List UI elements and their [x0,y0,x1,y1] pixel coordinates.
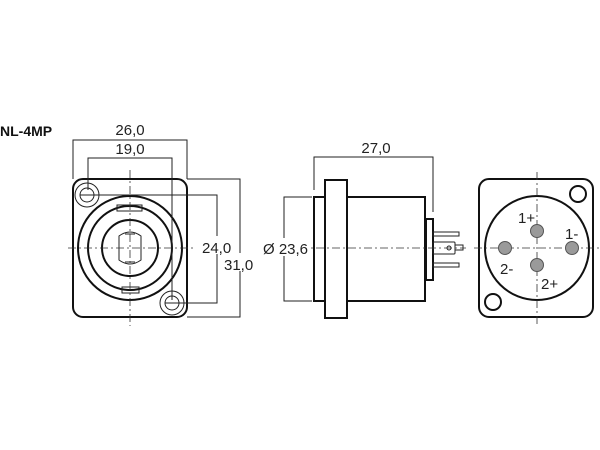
dim-depth-line [313,156,434,212]
side-body [346,196,426,302]
front-rim [313,196,326,302]
rear-view: 1+ 1- 2- 2+ [474,172,600,324]
dim-height: 31,0 [224,257,253,274]
side-flange [324,179,348,319]
pin-label-2-minus: 2- [500,261,513,278]
dim-depth: 27,0 [361,140,390,157]
solder-pin-bottom [432,262,460,268]
dim-hole-h-line [87,157,173,300]
bottom-key [121,286,140,294]
label-bg [224,253,258,271]
label-bg [262,238,310,256]
rear-hole-bottom-left [484,293,502,311]
pin-label-2-plus: 2+ [541,276,558,293]
front-view: 26,0 19,0 24,0 31,0 [68,122,258,326]
dim-hole-h: 19,0 [115,141,144,158]
pin-1-plus [530,224,544,238]
dim-width: 26,0 [115,122,144,139]
dim-diameter: Ø 23,6 [263,241,308,258]
solder-pin-top [432,231,460,237]
rear-plate [425,218,434,281]
pin-2-minus [498,241,512,255]
top-key [116,204,143,212]
center-insert [118,231,142,265]
side-view: 27,0 Ø 23,6 [262,140,466,319]
dim-height-line [187,178,241,318]
pin-2-plus [530,258,544,272]
rear-hole-top-right [569,185,587,203]
dim-width-line [72,139,188,179]
dim-hole-v: 24,0 [202,240,231,257]
pin-label-1-plus: 1+ [518,210,535,227]
pin-label-1-minus: 1- [565,226,578,243]
pin-1-minus [565,241,579,255]
label-bg [200,236,234,254]
solder-tab-tip [454,244,464,251]
model-title: NL-4MP [0,123,52,139]
